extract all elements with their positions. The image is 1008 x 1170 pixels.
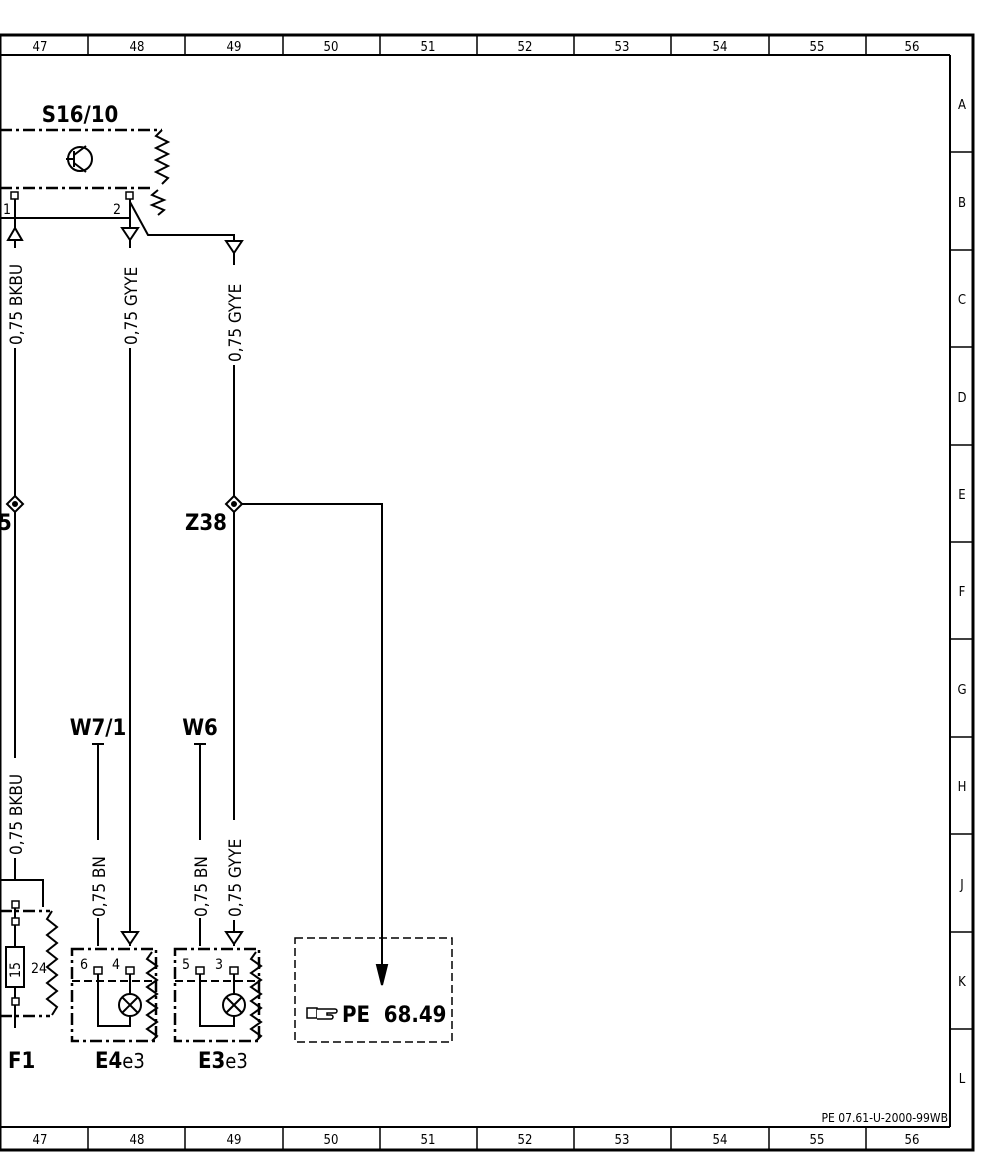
pin-label: 4: [112, 957, 120, 973]
wire-label: 0,75 GYYE: [122, 267, 142, 345]
pin-label: 6: [80, 957, 88, 973]
lamp-icon: [222, 993, 246, 1017]
row-ticks: [950, 151, 973, 1030]
col-label: 56: [905, 1133, 920, 1148]
col-label: 50: [324, 40, 339, 55]
wire-label: 0,75 BN: [90, 856, 110, 917]
row-letters: A B C D E F G H J K L: [957, 98, 966, 1087]
col-label: 47: [33, 40, 48, 55]
lamp-icon: [118, 993, 142, 1017]
row-label: C: [958, 293, 966, 308]
row-label: H: [958, 780, 967, 795]
connector-label: 5: [0, 511, 12, 536]
col-label: 54: [713, 40, 728, 55]
lamp-e4: 6 4 E4e3: [70, 947, 159, 1074]
row-label: F: [959, 585, 966, 600]
wire-labels: 0,75 BKBU 0,75 BKBU 0,75 GYYE 0,75 GYYE …: [7, 248, 246, 920]
pin-label: 24: [31, 961, 47, 977]
switch-s16-10: S16/10 1 2: [0, 103, 171, 218]
col-label: 53: [615, 1133, 630, 1148]
reference-box[interactable]: PE 68.49: [294, 937, 453, 1043]
drawing-code: PE 07.61-U-2000-99WB: [821, 1111, 948, 1125]
splice-points: [5, 494, 244, 514]
pointing-hand-icon: [306, 1007, 338, 1020]
reference-text: PE 68.49: [342, 1003, 446, 1028]
pin-label: 5: [182, 957, 190, 973]
sheet-frame: [0, 33, 975, 1152]
row-label: A: [958, 98, 966, 113]
lamp-e3-label: E3e3: [198, 1049, 248, 1074]
col-label: 49: [227, 40, 242, 55]
col-label: 55: [810, 1133, 825, 1148]
col-label: 48: [130, 1133, 145, 1148]
row-label: J: [959, 878, 963, 893]
col-label: 52: [518, 1133, 533, 1148]
row-label: L: [959, 1072, 966, 1087]
fuse-icon: [5, 946, 25, 988]
col-label: 52: [518, 40, 533, 55]
col-label: 50: [324, 1133, 339, 1148]
row-label: D: [957, 391, 966, 406]
row-label: B: [958, 196, 966, 211]
col-label: 56: [905, 40, 920, 55]
column-ticks: [87, 35, 867, 1150]
col-label: 55: [810, 40, 825, 55]
fuse-f1: 15 24 F1: [0, 900, 59, 1074]
row-label: K: [958, 975, 966, 990]
wire-label: 0,75 BKBU: [7, 774, 27, 855]
wires: [0, 199, 383, 985]
wire-label: 0,75 BN: [192, 856, 212, 917]
column-numbers-bottom: 47 48 49 50 51 52 53 54 55 56: [33, 1133, 920, 1148]
transistor-icon: [66, 145, 93, 173]
col-label: 48: [130, 40, 145, 55]
col-label: 51: [421, 1133, 436, 1148]
col-label: 49: [227, 1133, 242, 1148]
column-numbers-top: 47 48 49 50 51 52 53 54 55 56: [33, 40, 920, 55]
connector-arrows: [6, 226, 389, 986]
fuse-label: F1: [8, 1049, 35, 1074]
lead-w7-label: W7/1: [70, 716, 127, 741]
lamp-e3: 5 3 E3e3: [173, 947, 263, 1074]
connector-z38-label: Z38: [185, 511, 227, 536]
pin-label: 3: [215, 957, 223, 973]
row-label: E: [958, 488, 965, 503]
wire-label: 0,75 BKBU: [7, 264, 27, 345]
col-label: 54: [713, 1133, 728, 1148]
pin-label: 2: [113, 202, 121, 218]
col-label: 53: [615, 40, 630, 55]
fuse-value: 15: [8, 962, 24, 978]
lamp-e4-label: E4e3: [95, 1049, 145, 1074]
col-label: 47: [33, 1133, 48, 1148]
row-label: G: [957, 683, 966, 698]
col-label: 51: [421, 40, 436, 55]
pin-label: 1: [3, 202, 11, 218]
wire-label: 0,75 GYYE: [226, 284, 246, 362]
switch-label: S16/10: [42, 103, 119, 128]
lead-w6-label: W6: [182, 716, 218, 741]
wire-label: 0,75 GYYE: [226, 839, 246, 917]
